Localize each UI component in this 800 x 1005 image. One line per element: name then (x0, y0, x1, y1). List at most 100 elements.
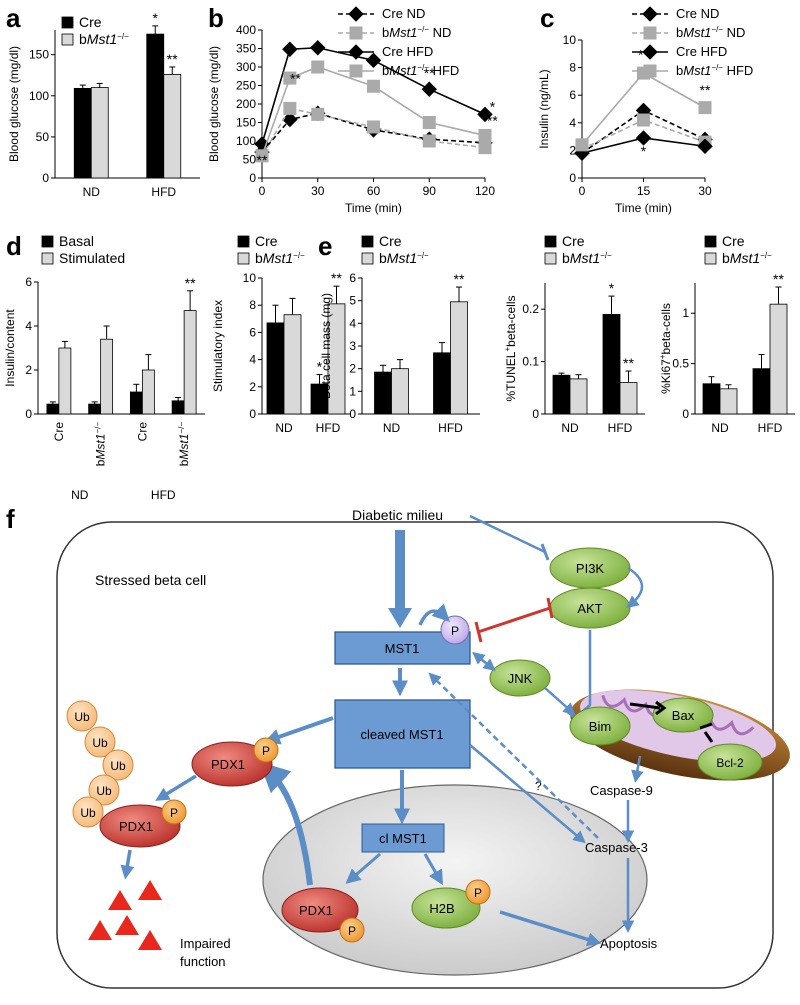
clmst1-to-h2b (423, 853, 443, 886)
panel-label-a: a (6, 3, 21, 33)
a-legend-label-0-base: Cre (79, 14, 102, 30)
b-legend-label-1: bMst1−/− ND (382, 25, 451, 40)
b-point-2-3 (365, 52, 382, 69)
d1-xlabel-0: Cre (52, 422, 66, 442)
e2-legend-swatch-0 (544, 235, 557, 248)
c-legend-label-1-base: b (676, 25, 683, 40)
clmst1-to-pdx1 (345, 852, 381, 884)
cyto-pdx1 (191, 741, 273, 787)
arrow-cleaved-to-pdx1 (263, 716, 334, 745)
c-legend-label-3-ital: Mst1 (683, 63, 711, 78)
e2-bar-1-1 (619, 382, 638, 415)
akt-inhibits-mst1 (477, 606, 551, 634)
cleaved-mst1-label: cleaved MST1 (360, 727, 443, 742)
cyto-pdx1-phospho (253, 737, 279, 763)
c-legend-label-1-ital: Mst1 (683, 25, 711, 40)
apoptosis-label: Apoptosis (600, 936, 658, 951)
b-point-1-3 (367, 120, 380, 134)
b-ylabel: Blood glucose (mg/dl) (207, 46, 221, 162)
b-legend-label-3: bMst1−/− HFD (382, 63, 459, 78)
mst1-p-label: P (451, 624, 459, 638)
c-legend-label-3-sup: −/− (711, 63, 723, 72)
c-legend-label-2: Cre HFD (676, 44, 727, 59)
e3-legend-label-0-base: Cre (722, 233, 745, 249)
e3-legend-label-1-ital: Mst1 (730, 250, 760, 266)
question-mark: ? (535, 779, 542, 793)
d1-xlabel-2: Cre (135, 422, 149, 442)
b-point-1-5 (478, 141, 492, 155)
d1-legend-label-0: Basal (59, 233, 94, 249)
a-bar-0-0 (73, 87, 92, 179)
c-legend-label-0-suffix: ND (697, 6, 719, 21)
b-legend-marker-2 (348, 44, 364, 60)
d1-bar-1-2 (141, 369, 155, 415)
e3-xlabel-1: HFD (758, 421, 783, 435)
a-ytick-label-0: 0 (42, 171, 49, 185)
a-sig-0-1: * (153, 10, 159, 26)
c-ytick-label-4: 8 (569, 61, 576, 75)
b-ytick-label-7: 350 (236, 42, 256, 56)
b-line-2 (261, 46, 486, 145)
ub-pdx1 (99, 804, 181, 848)
e1-xlabel-1: HFD (438, 421, 463, 435)
pi3k-label: PI3K (576, 561, 605, 576)
e1-bar-0-0 (374, 371, 392, 415)
e3-bar-0-0 (702, 383, 721, 415)
d2-legend-label-1: bMst1−/− (255, 250, 305, 266)
e2-ylabel-b: beta-cells (504, 295, 518, 346)
arrow-cleaved-to-caspase3 (469, 744, 586, 844)
c-ytick-label-1: 2 (569, 143, 576, 157)
e2-legend-swatch-1 (544, 252, 557, 265)
e1-legend-label-0: Cre (379, 233, 402, 249)
e1-ytick-label-6: 6 (349, 271, 356, 285)
e3-ytick-label-1: 0.5 (672, 357, 689, 371)
c-legend-label-2-suffix: HFD (697, 44, 727, 59)
e2-legend-label-1-base: b (562, 250, 570, 266)
c-legend-marker-0 (642, 6, 658, 22)
caspase9-label: Caspase-9 (590, 783, 653, 798)
b-point-1-4 (422, 134, 436, 148)
c-legend-marker-2 (642, 44, 658, 60)
e2-xlabel-0: ND (561, 421, 579, 435)
e3-legend-label-1: bMst1−/− (722, 250, 772, 266)
e1-legend-swatch-1 (361, 252, 374, 265)
a-legend-label-1-sup: −/− (117, 32, 129, 41)
d1-xlabel-1-sup: −/− (94, 422, 103, 434)
d2-legend-swatch-1 (237, 252, 250, 265)
e2-bar-0-1 (602, 314, 621, 415)
d1-legend-label-1: Stimulated (59, 250, 125, 266)
e1-legend-label-1-sup: −/− (417, 251, 429, 260)
e2-ytick-label-0: 0 (532, 407, 539, 421)
d1-xlabel-3-ital: Mst1 (177, 434, 191, 460)
e3-legend-label-1-base: b (722, 250, 730, 266)
impaired-label-2: function (180, 954, 226, 969)
ub-1-label: Ub (74, 710, 90, 724)
b-ytick-label-4: 200 (236, 97, 256, 111)
d1-ytick-label-0: 0 (25, 407, 32, 421)
e3-ylabel-a: %Ki67 (659, 359, 673, 394)
cyto-pdx1-p: P (262, 744, 270, 758)
d2-xlabel-0: ND (275, 421, 293, 435)
e2-ylabel-a: %TUNEL (504, 351, 518, 401)
caspase3-feedback-to-mst1 (428, 672, 599, 839)
e2-xlabel-1: HFD (608, 421, 633, 435)
b-point-3-3 (367, 79, 380, 93)
e2-sig-1-1: ** (623, 355, 634, 371)
bcl2-inhibit-bax (703, 731, 714, 743)
d2-ytick-label-1: 2 (249, 380, 256, 394)
a-legend-label-1: bMst1−/− (79, 31, 129, 47)
b-annot-2: ** (424, 65, 435, 81)
d2-legend-label-1-sup: −/− (293, 251, 305, 260)
b-legend-label-1-suffix: ND (429, 25, 451, 40)
c-xlabel: Time (min) (615, 201, 672, 215)
b-legend-label-0-suffix: ND (403, 6, 425, 21)
c-xtick-label-1: 15 (637, 184, 651, 198)
degraded-fragments (88, 880, 162, 950)
c-ytick-label-5: 10 (563, 33, 577, 47)
b-point-3-5 (478, 128, 492, 142)
a-legend-label-0: Cre (79, 14, 102, 30)
arrow-pi3k-to-akt (626, 566, 644, 609)
e3-bar-1-1 (769, 303, 788, 415)
